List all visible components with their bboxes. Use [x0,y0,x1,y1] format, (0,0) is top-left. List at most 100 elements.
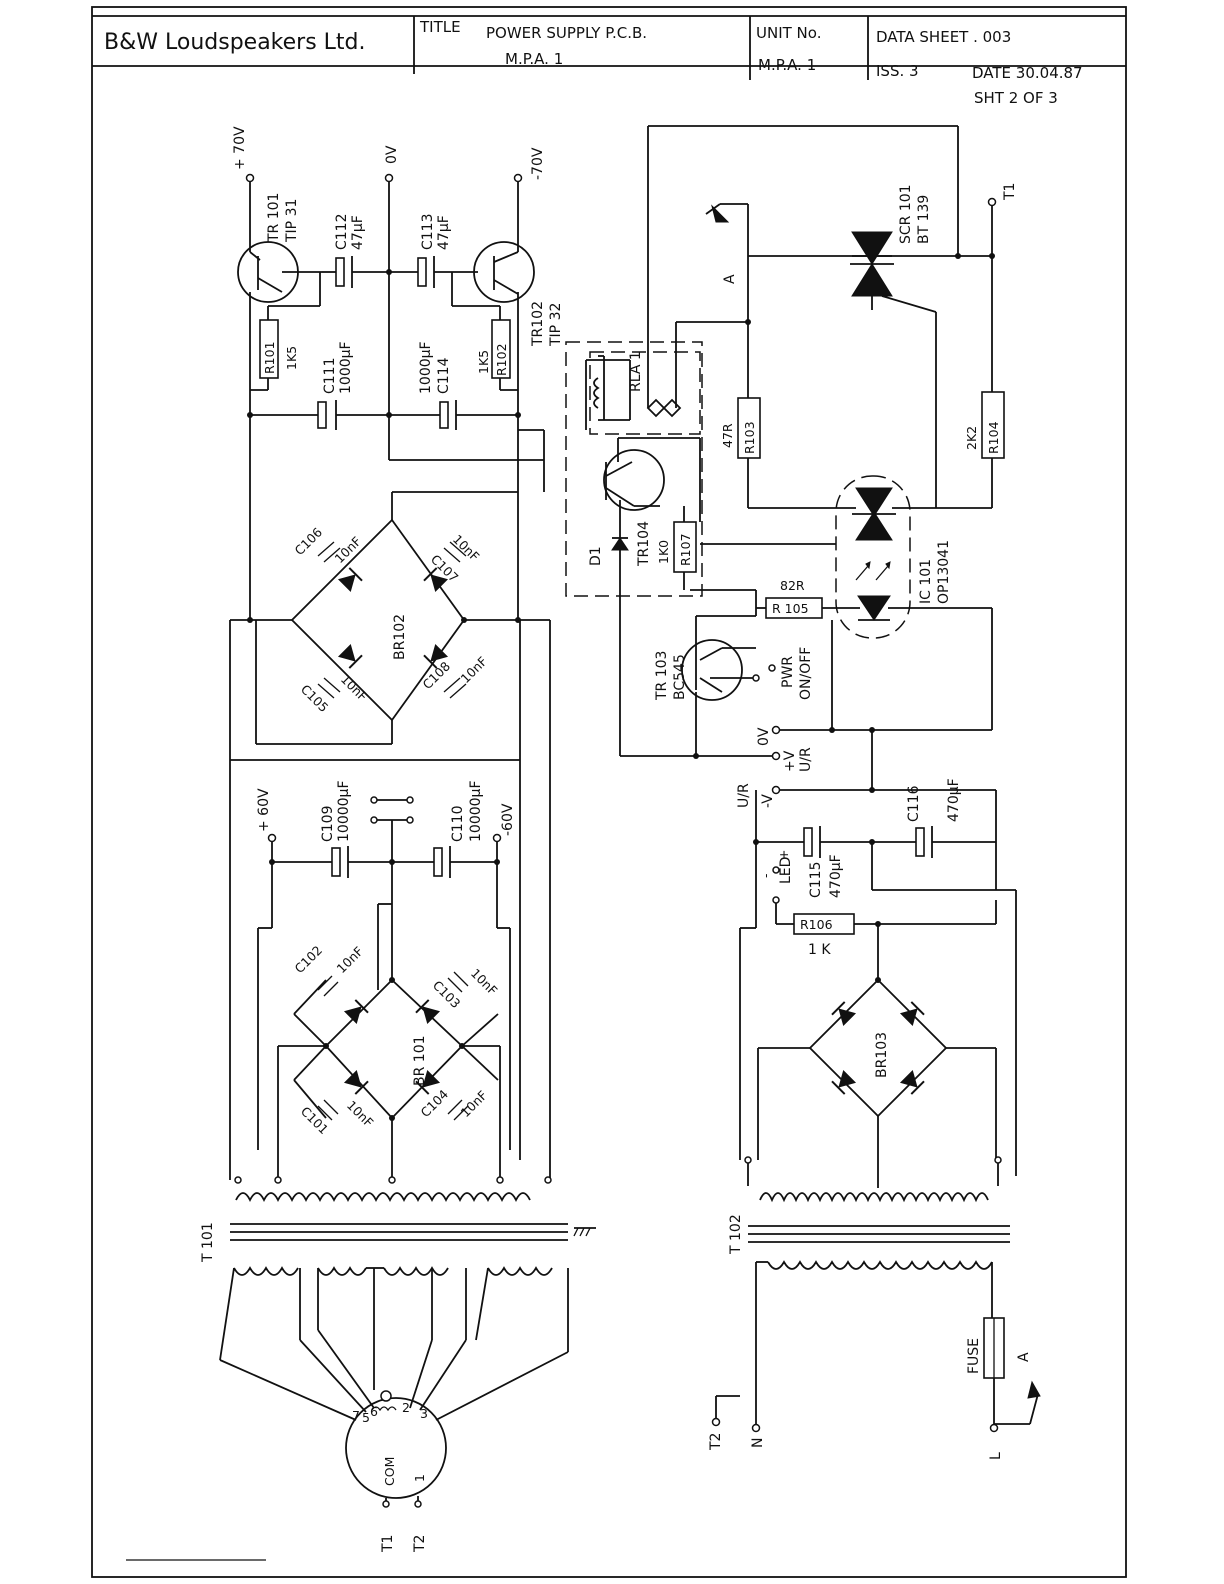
r106-value: 1 K [808,942,831,958]
unit-value: M.P.A. 1 [758,56,816,74]
c108-label: C108 [420,658,454,692]
c113-label: C113 [420,214,436,251]
r105-value: 82R [780,578,805,593]
c112-value: 47µF [350,215,366,250]
minus60-label: -60V [500,803,516,836]
c110-label: C110 [450,806,466,843]
c103-label: C103 [430,978,464,1012]
r101-resistor [259,319,279,379]
t101-primary-winding-3 [383,1266,449,1276]
r104-label: R104 [986,421,1001,454]
r107-value: 1K0 [656,540,671,564]
tr101-label: TR 101 [266,193,282,243]
ur-label-2: U/R [736,783,752,808]
c116-label: C116 [906,785,922,822]
br101-label: BR 101 [412,1035,428,1086]
t101-label: T 101 [200,1222,216,1263]
plus-v-terminal [771,751,781,761]
r105-label: R 105 [772,601,809,616]
sheet-date: DATE 30.04.87 [972,64,1083,82]
c103-value: 10nF [468,966,501,999]
pwr-switch-terminal[interactable] [768,664,776,672]
selector-3: 3 [420,1406,428,1421]
t2-right-label: T2 [708,1433,724,1451]
r102-resistor [491,319,511,379]
led-minus: - [758,873,773,878]
selector-com: COM [382,1457,397,1486]
zero-v-label: 0V [384,145,400,164]
onoff-label: ON/OFF [798,647,814,700]
minus-v-terminal [771,785,781,795]
r107-resistor [673,521,697,573]
c105-label: C105 [298,682,332,716]
title-block: B&W Loudspeakers Ltd. TITLE POWER SUPPLY… [91,6,1127,1578]
fuse-label: FUSE [966,1338,982,1374]
t101-primary-winding-1 [233,1266,299,1276]
tr103-type: BC545 [672,654,688,700]
t102-label: T 102 [728,1214,744,1255]
c106-label: C106 [292,524,326,558]
t101-primary-winding-4 [487,1266,553,1276]
selector-7: 7 [352,1408,360,1423]
n-label: N [750,1438,766,1448]
scr101-label: SCR 101 [898,184,914,244]
ic101-optocoupler [835,475,911,639]
bridge-br103: BR103 [757,977,997,1188]
ur-label-1: U/R [798,747,814,772]
title-line-1: POWER SUPPLY P.C.B. [486,24,647,42]
tr104-label: TR104 [636,521,652,567]
c115-value: 470µF [828,854,844,898]
tr101-type: TIP 31 [284,199,300,243]
c106-value: 10nF [332,534,365,567]
plus70-terminal [245,173,255,183]
c108-value: 10nF [458,654,491,687]
l-terminal [989,1423,999,1433]
title-label: TITLE [419,18,461,36]
br101-diode-3 [342,1068,370,1096]
scr101-triac [850,231,937,508]
br103-label: BR103 [874,1032,890,1078]
zero-v-right-terminal [771,725,781,735]
c112-label: C112 [334,214,350,251]
br101-diode-1 [342,998,370,1026]
title-line-2: M.P.A. 1 [505,50,563,68]
c111-value: 1000µF [338,341,354,394]
led-minus-terminal [772,896,780,904]
c102-label: C102 [292,942,326,976]
br101-diode-2 [414,998,442,1026]
tr102-transistor [473,241,535,303]
sheet-page: SHT 2 OF 3 [974,89,1058,107]
t1-right-terminal [987,197,997,207]
c109-label: C109 [320,806,336,843]
rla1-label: RLA 1 [628,351,644,392]
r103-resistor [737,397,761,459]
marker-a-bottom: A [1016,1352,1032,1362]
tr102-label: TR102 [530,301,546,347]
d1-label: D1 [588,546,604,566]
c114-label: C114 [436,357,452,394]
t102-primary-winding [767,1260,993,1270]
br102-label: BR102 [392,614,408,660]
tr102-type: TIP 32 [548,303,564,347]
minus60-terminal [492,833,502,843]
plus60-label: + 60V [256,788,272,832]
c102-value: 10nF [334,944,367,977]
r101-value: 1K5 [284,346,299,370]
r104-resistor [981,391,1005,459]
r107-label: R107 [678,533,693,566]
datasheet-number: DATA SHEET . 003 [876,28,1011,46]
minus-v-label: -V [760,794,776,808]
t102-secondary-winding [759,1192,989,1203]
zero-v-right-label: 0V [756,727,772,746]
tr103-transistor [681,639,743,701]
plus70-label: + 70V [232,126,248,170]
pwr-label: PWR [780,656,796,688]
voltage-selector[interactable] [345,1397,447,1499]
bridge-br101: BR 101 C102 10nF C103 10nF C101 10nF C10… [277,942,501,1150]
scr101-type: BT 139 [916,195,932,244]
unit-label: UNIT No. [756,24,821,42]
r103-label: R103 [742,421,757,454]
r104-value: 2K2 [964,426,979,450]
n-terminal [751,1423,761,1433]
